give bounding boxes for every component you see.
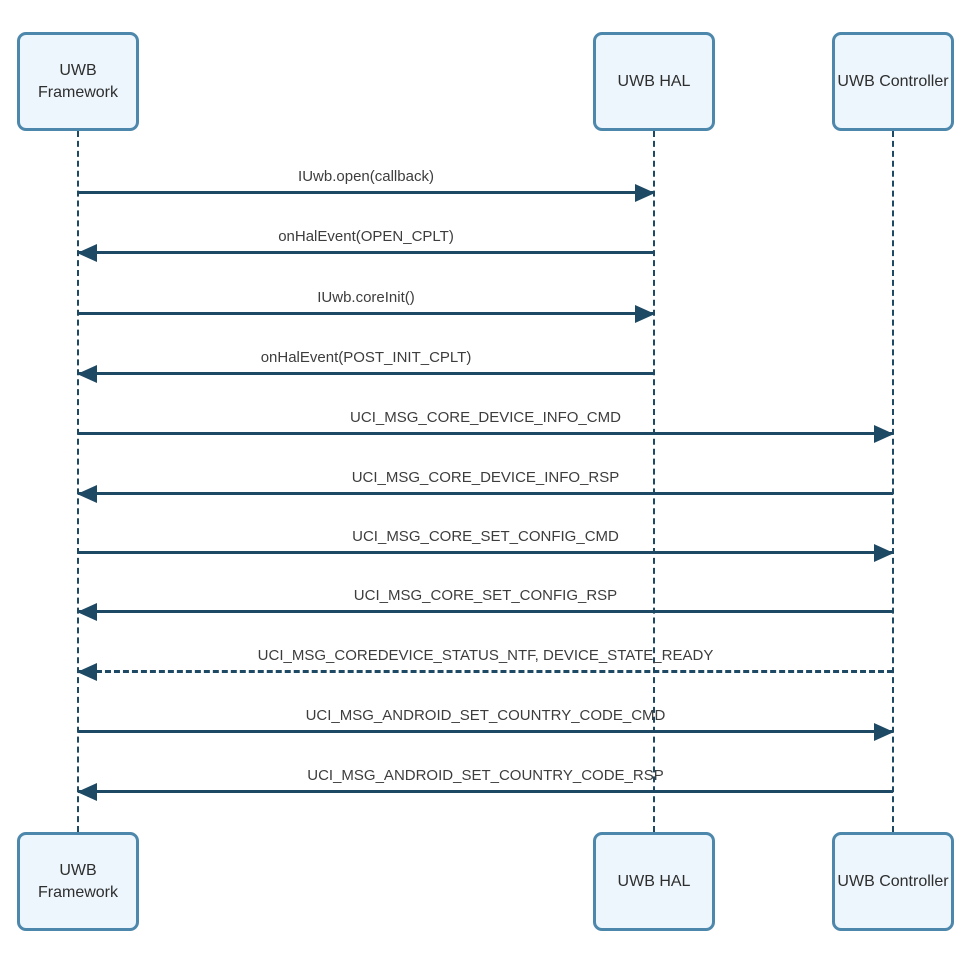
actor-box-uwb-controller-bottom: UWB Controller [832,832,954,931]
message-line [78,670,893,673]
actor-box-uwb-hal-bottom: UWB HAL [593,832,715,931]
message-line [78,432,893,435]
message-core-set-config-cmd: UCI_MSG_CORE_SET_CONFIG_CMD [78,526,894,562]
message-core-device-info-rsp: UCI_MSG_CORE_DEVICE_INFO_RSP [77,467,893,503]
message-line [78,492,893,495]
message-set-country-code-cmd: UCI_MSG_ANDROID_SET_COUNTRY_CODE_CMD [78,705,894,741]
message-label: onHalEvent(POST_INIT_CPLT) [260,349,472,366]
actor-box-uwb-controller-top: UWB Controller [832,32,954,131]
message-label: IUwb.open(callback) [298,168,434,185]
message-line [78,610,893,613]
message-device-status-ntf: UCI_MSG_COREDEVICE_STATUS_NTF, DEVICE_ST… [77,645,893,681]
actor-label: UWB HAL [617,872,691,890]
message-label: UCI_MSG_CORE_SET_CONFIG_RSP [353,587,618,604]
message-label: UCI_MSG_CORE_DEVICE_INFO_RSP [351,469,620,486]
message-onhalevent-post-init-cplt: onHalEvent(POST_INIT_CPLT) [77,347,654,383]
arrowhead-left-icon [77,783,97,801]
message-set-country-code-rsp: UCI_MSG_ANDROID_SET_COUNTRY_CODE_RSP [77,765,893,801]
actor-label: UWB Framework [37,61,118,101]
arrowhead-right-icon [874,723,894,741]
message-onhalevent-open-cplt: onHalEvent(OPEN_CPLT) [77,226,654,262]
message-line [78,191,654,194]
actor-label: UWB Controller [837,872,949,890]
arrowhead-right-icon [874,425,894,443]
message-line [78,790,893,793]
arrowhead-left-icon [77,365,97,383]
message-label: UCI_MSG_ANDROID_SET_COUNTRY_CODE_CMD [305,707,666,724]
message-iuwb-coreinit: IUwb.coreInit() [78,287,655,323]
message-label: IUwb.coreInit() [317,289,415,306]
message-label: UCI_MSG_ANDROID_SET_COUNTRY_CODE_RSP [307,767,664,784]
actor-label: UWB Framework [37,861,118,901]
arrowhead-right-icon [635,305,655,323]
message-line [78,730,893,733]
message-line [78,372,654,375]
message-core-set-config-rsp: UCI_MSG_CORE_SET_CONFIG_RSP [77,585,893,621]
lifeline-uwb-hal [653,131,655,832]
message-label: UCI_MSG_COREDEVICE_STATUS_NTF, DEVICE_ST… [257,647,714,664]
actor-label: UWB Controller [837,72,949,90]
message-core-device-info-cmd: UCI_MSG_CORE_DEVICE_INFO_CMD [78,407,894,443]
actor-label: UWB HAL [617,72,691,90]
arrowhead-left-icon [77,244,97,262]
arrowhead-left-icon [77,603,97,621]
message-label: UCI_MSG_CORE_SET_CONFIG_CMD [352,528,619,545]
message-label: onHalEvent(OPEN_CPLT) [278,228,454,245]
message-iuwb-open: IUwb.open(callback) [78,166,655,202]
message-line [78,312,654,315]
arrowhead-right-icon [874,544,894,562]
lifeline-uwb-controller [892,131,894,832]
arrowhead-left-icon [77,663,97,681]
actor-box-uwb-hal-top: UWB HAL [593,32,715,131]
arrowhead-right-icon [635,184,655,202]
lifeline-uwb-framework [77,131,79,832]
arrowhead-left-icon [77,485,97,503]
message-line [78,251,654,254]
actor-box-uwb-framework-bottom: UWB Framework [17,832,139,931]
message-line [78,551,893,554]
message-label: UCI_MSG_CORE_DEVICE_INFO_CMD [350,409,621,426]
actor-box-uwb-framework-top: UWB Framework [17,32,139,131]
